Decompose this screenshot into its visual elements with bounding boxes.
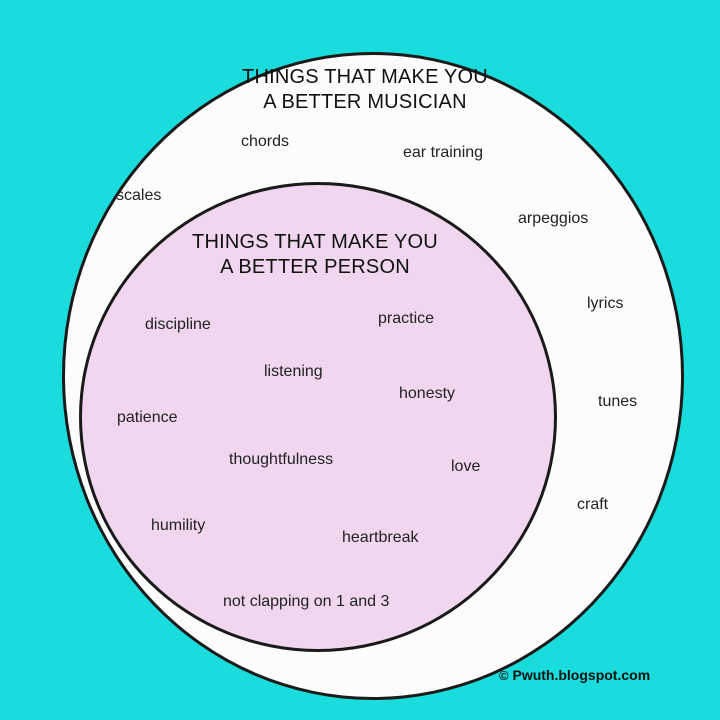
musician-title-line-1: THINGS THAT MAKE YOU: [242, 66, 488, 88]
person-item-discipline: discipline: [145, 316, 211, 333]
person-item-listening: listening: [264, 363, 323, 380]
person-item-honesty: honesty: [399, 385, 456, 402]
copyright-icon: ©: [499, 668, 509, 683]
musician-item-lyrics: lyrics: [587, 295, 624, 312]
person-item-humility: humility: [151, 517, 206, 534]
musician-item-ear-training: ear training: [403, 144, 484, 161]
musician-item-tunes: tunes: [598, 393, 638, 410]
person-item-thoughtfulness: thoughtfulness: [229, 451, 334, 468]
musician-title-line-2: A BETTER MUSICIAN: [263, 91, 467, 113]
musician-item-arpeggios: arpeggios: [518, 210, 589, 227]
person-item-not-clapping: not clapping on 1 and 3: [223, 593, 390, 610]
credit-text: Pwuth.blogspot.com: [512, 667, 651, 683]
musician-item-craft: craft: [577, 496, 609, 513]
person-item-patience: patience: [117, 409, 178, 426]
person-title-line-2: A BETTER PERSON: [220, 256, 410, 278]
person-item-practice: practice: [378, 310, 435, 327]
person-set-circle: [79, 182, 557, 652]
person-item-love: love: [451, 458, 481, 475]
musician-item-chords: chords: [241, 133, 290, 150]
copyright-credit: © Pwuth.blogspot.com: [499, 667, 650, 683]
person-title-line-1: THINGS THAT MAKE YOU: [192, 231, 438, 253]
person-item-heartbreak: heartbreak: [342, 529, 419, 546]
musician-set-title: THINGS THAT MAKE YOU A BETTER MUSICIAN: [200, 65, 530, 115]
person-set-title: THINGS THAT MAKE YOU A BETTER PERSON: [160, 230, 470, 280]
musician-item-scales: scales: [116, 187, 162, 204]
